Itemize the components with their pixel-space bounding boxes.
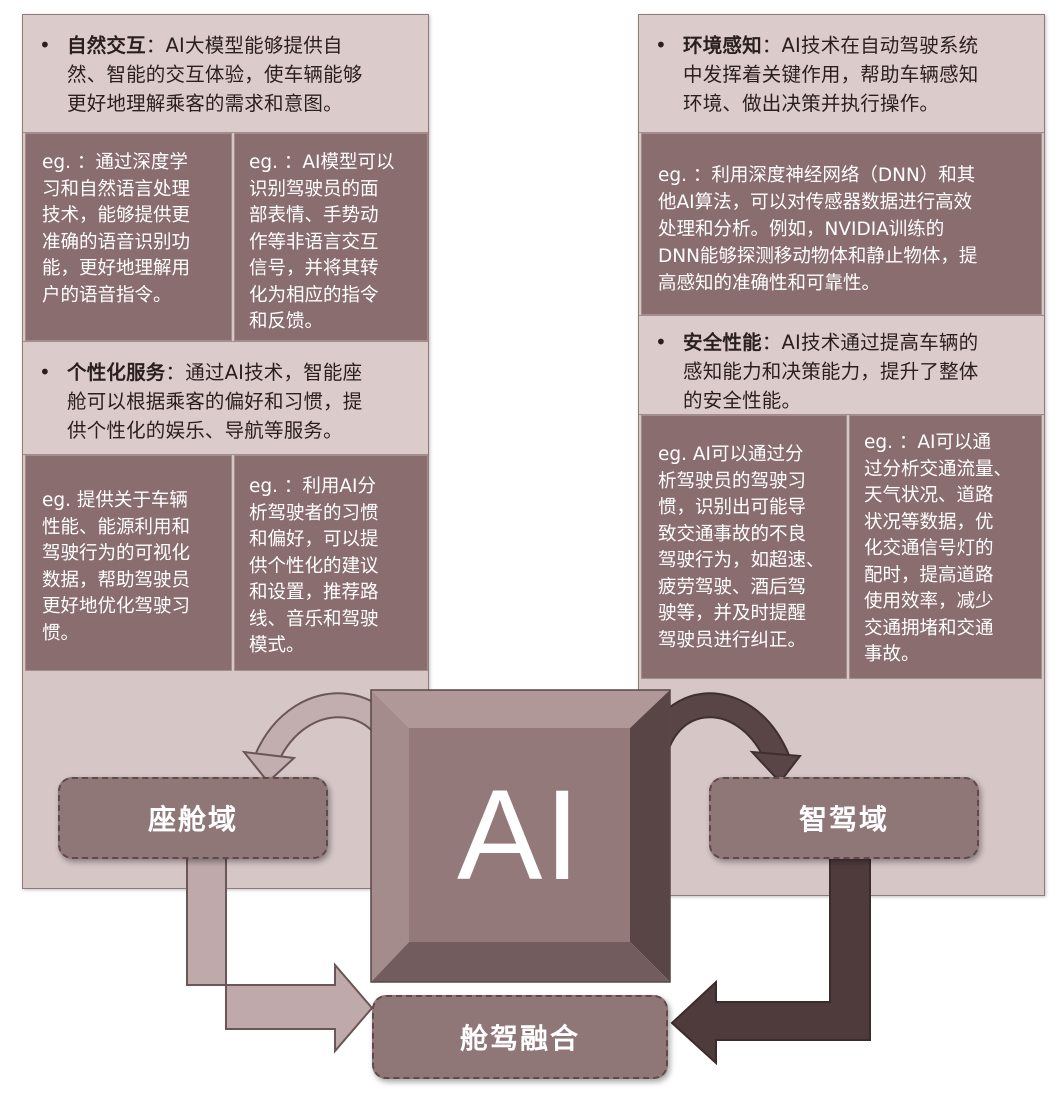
example-traffic-optimization: eg. ：AI可以通过分析交通流量、天气状况、道路状况等数据，优化交通信号灯的配… [849, 415, 1042, 679]
driving-domain-panel: • 环境感知：AI技术在自动驾驶系统 中发挥着关键作用，帮助车辆感知 环境、做出… [638, 14, 1045, 896]
text-line: 然、智能的交互体验，使车辆能够 [67, 63, 363, 86]
curved-arrow-to-driving [639, 692, 802, 784]
example-driver-behavior: eg. AI可以通过分析驾驶员的驾驶习惯，识别出可能导致交通事故的不良驾驶行为，… [641, 415, 847, 679]
safety-performance-title: 安全性能 [683, 331, 762, 354]
example-personalized-settings: eg. ：利用AI分析驾驶者的习惯和偏好，可以提供个性化的建议和设置，推荐路线、… [234, 455, 428, 671]
natural-interaction-block: • 自然交互：AI大模型能够提供自 然、智能的交互体验，使车辆能够 更好地理解乘… [23, 15, 428, 133]
cabin-domain-box: 座舱域 [58, 777, 328, 859]
fusion-box: 舱驾融合 [372, 995, 668, 1079]
arrow-driving-to-fusion [670, 854, 871, 1066]
environment-perception-title: 环境感知 [683, 34, 762, 57]
bullet-point: • [655, 33, 667, 57]
example-dnn-perception: eg. ：利用深度神经网络（DNN）和其他AI算法，可以对传感器数据进行高效处理… [641, 133, 1042, 315]
natural-interaction-title: 自然交互 [67, 34, 146, 57]
ai-core-block [370, 689, 671, 983]
safety-performance-text: 安全性能：AI技术通过提高车辆的 感知能力和决策能力，提升了整体 的安全性能。 [683, 331, 979, 412]
ai-label: AI [457, 763, 582, 907]
natural-interaction-text: 自然交互：AI大模型能够提供自 然、智能的交互体验，使车辆能够 更好地理解乘客的… [67, 34, 363, 115]
cabin-domain-panel: • 自然交互：AI大模型能够提供自 然、智能的交互体验，使车辆能够 更好地理解乘… [22, 14, 429, 889]
environment-perception-text: 环境感知：AI技术在自动驾驶系统 中发挥着关键作用，帮助车辆感知 环境、做出决策… [683, 34, 979, 115]
personalized-service-text: 个性化服务：通过AI技术，智能座 舱可以根据乘客的偏好和习惯，提 供个性化的娱乐… [67, 361, 363, 442]
personalized-service-title: 个性化服务 [67, 361, 166, 384]
example-speech-recognition: eg. ：通过深度学习和自然语言处理技术，能够提供更准确的语音识别功能，更好地理… [25, 133, 232, 341]
bullet-point: • [39, 360, 51, 384]
bullet-point: • [39, 33, 51, 57]
driving-domain-box: 智驾域 [709, 777, 979, 859]
example-driving-data-visualization: eg. 提供关于车辆性能、能源利用和驾驶行为的可视化数据，帮助驾驶员更好地优化驾… [25, 455, 232, 671]
personalized-service-block: • 个性化服务：通过AI技术，智能座 舱可以根据乘客的偏好和习惯，提 供个性化的… [23, 341, 428, 455]
arrow-cabin-to-fusion [186, 839, 374, 1054]
safety-performance-block: • 安全性能：AI技术通过提高车辆的 感知能力和决策能力，提升了整体 的安全性能… [639, 315, 1044, 415]
example-gesture-recognition: eg. ：AI模型可以识别驾驶员的面部表情、手势动作等非语言交互信号，并将其转化… [234, 133, 428, 341]
environment-perception-block: • 环境感知：AI技术在自动驾驶系统 中发挥着关键作用，帮助车辆感知 环境、做出… [639, 15, 1044, 133]
text-line: AI大模型能够提供自 [165, 34, 343, 57]
bullet-point: • [655, 330, 667, 354]
text-line: 更好地理解乘客的需求和意图。 [67, 92, 343, 115]
